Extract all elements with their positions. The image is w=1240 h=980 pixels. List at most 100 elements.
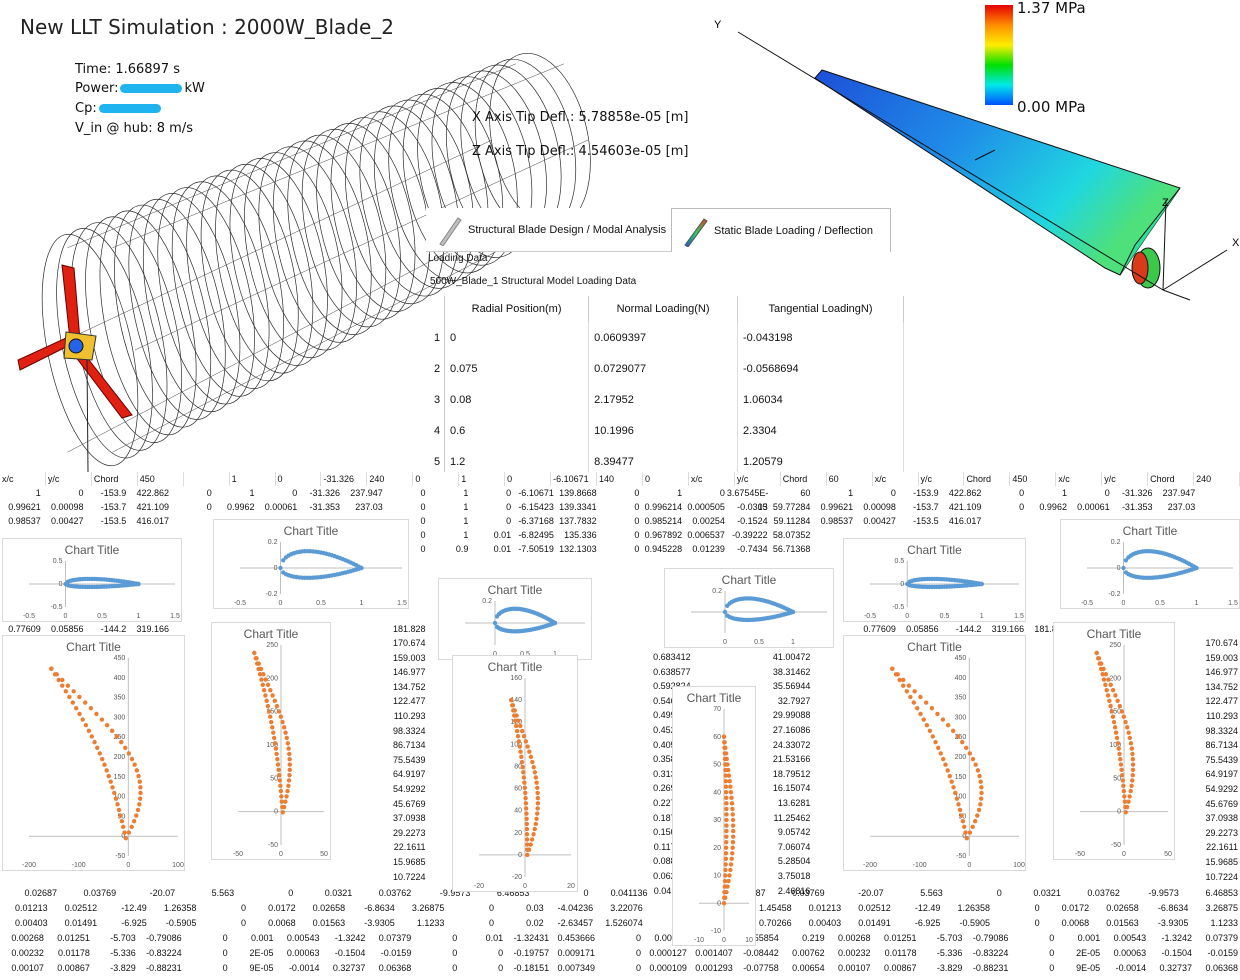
sheet-cell[interactable]: 0 [240,903,246,913]
sheet-header-cell[interactable]: 450 [1010,472,1057,486]
sheet-cell[interactable]: 54.9292 [393,784,426,794]
tab-structural-design[interactable]: Structural Blade Design / Modal Analysis [426,208,671,252]
sheet-cell[interactable]: -9.9573 [1148,888,1179,898]
sheet-header-cell[interactable]: 1 [459,472,506,486]
sheet-cell[interactable]: 1.45458 [759,903,792,913]
sheet-cell[interactable]: 0.638577 [653,666,691,677]
sheet-cell[interactable]: 29.2273 [393,827,426,838]
sheet-cell[interactable]: 0.06368 [1205,963,1238,973]
sheet-cell[interactable]: 159.003 [1205,652,1238,663]
sheet-cell[interactable]: 122.477 [1205,696,1238,707]
sheet-cell[interactable]: 0.01178 [884,948,917,958]
sheet-cell[interactable]: 0 [420,544,426,554]
sheet-cell[interactable]: -0.88231 [972,963,1009,973]
sheet-cell[interactable]: 0 [288,888,294,898]
sheet-header-cell[interactable]: x/c [689,472,735,486]
sheet-cell[interactable]: 0.07379 [1205,933,1238,943]
sheet-cell[interactable]: -2.63457 [557,918,594,928]
sheet-cell[interactable]: -1.32431 [513,933,550,943]
sheet-cell[interactable]: 0.02687 [24,888,58,898]
sheet-cell[interactable]: 0 [635,948,641,958]
sheet-cell[interactable]: 29.2273 [1205,827,1238,838]
sheet-cell[interactable]: 0.02512 [858,903,891,913]
sheet-cell[interactable]: 146.977 [393,667,426,678]
sheet-cell[interactable]: 0.985214 [644,516,683,526]
sheet-cell[interactable]: 0.001 [251,933,274,943]
sheet-cell[interactable]: -6.925 [121,918,147,928]
sheet-cell[interactable]: 0.01178 [57,948,90,958]
sheet-cell[interactable]: -31.353 [1121,502,1153,512]
sheet-cell[interactable]: 0.00427 [50,516,84,526]
sheet-cell[interactable]: 32.7927 [777,695,811,706]
sheet-cell[interactable]: 134.752 [1205,681,1238,692]
table-cell[interactable]: 1.2 [444,446,590,477]
sheet-header-cell[interactable]: Chord [964,472,1011,486]
sheet-cell[interactable]: 0 [420,516,426,526]
sheet-cell[interactable]: 11.25462 [773,812,811,823]
sheet-header-cell[interactable] [184,472,230,486]
sheet-cell[interactable]: -144.2 [100,624,127,634]
sheet-cell[interactable]: 0.009171 [557,948,596,958]
sheet-cell[interactable]: 0.98537 [8,516,41,526]
sheet-cell[interactable]: 0.001 [1077,933,1101,943]
sheet-cell[interactable]: -6.8634 [1157,903,1189,913]
table-cell[interactable]: 2.3304 [737,415,904,446]
sheet-cell[interactable]: 0.088084 [641,854,692,868]
sheet-cell[interactable]: 0 [634,544,640,554]
table-cell[interactable]: 0.0609397 [588,322,738,353]
sheet-cell[interactable]: -153.9 [100,488,127,498]
sheet-cell[interactable]: 0.9962 [227,502,255,512]
sheet-cell[interactable]: 0.00063 [1113,948,1147,958]
sheet-cell[interactable]: 1.526074 [605,918,643,928]
sheet-cell[interactable]: 0 [1049,963,1055,973]
sheet-header-cell[interactable]: Chord [92,472,138,486]
sheet-cell[interactable]: 0 [222,963,228,973]
sheet-cell[interactable]: 0.00232 [838,948,871,958]
sheet-cell[interactable]: 0.00427 [863,516,896,526]
table-cell[interactable]: 0.0729077 [588,353,738,384]
table-cell[interactable]: 0.08 [444,384,590,415]
sheet-cell[interactable]: 0.03 [526,903,544,913]
sheet-cell[interactable]: 64.9197 [393,769,426,780]
sheet-cell[interactable]: 0.99621 [820,502,854,512]
sheet-cell[interactable]: 0 [420,502,426,512]
sheet-cell[interactable]: 0.00365 [654,933,687,943]
sheet-cell[interactable]: -0.0159 [1207,948,1238,958]
sheet-cell[interactable]: 421.109 [136,502,170,512]
sheet-cell[interactable]: 0.01563 [1106,918,1139,928]
sheet-cell[interactable]: -31.326 [1121,488,1153,498]
sheet-cell[interactable]: 0 [498,963,504,973]
sheet-cell[interactable]: 2E-05 [249,948,274,958]
sheet-header-cell[interactable]: 450 [138,472,184,486]
sheet-cell[interactable]: 0.02 [526,918,544,928]
sheet-cell[interactable]: 9E-05 [1076,963,1101,973]
sheet-cell[interactable]: -9.9573 [439,888,471,898]
column-header[interactable]: Normal Loading(N) [588,296,738,322]
sheet-cell[interactable]: 0.01251 [883,933,917,943]
sheet-cell[interactable]: 0 [635,933,641,943]
sheet-cell[interactable]: -0.18151 [513,963,550,973]
sheet-cell[interactable]: 37.0938 [1205,813,1238,824]
sheet-cell[interactable]: 0.01563 [312,918,346,928]
sheet-cell[interactable]: 0.00061 [1077,502,1110,512]
sheet-cell[interactable]: 139.3341 [559,502,597,512]
sheet-cell[interactable]: 0.03762 [378,888,412,898]
sheet-cell[interactable]: 0.00543 [286,933,320,943]
sheet-header-cell[interactable]: Chord [781,472,827,486]
sheet-cell[interactable]: 0 [452,948,458,958]
sheet-cell[interactable]: 64.9197 [1205,769,1238,780]
sheet-cell[interactable]: -3.9305 [1157,918,1189,928]
sheet-cell[interactable]: 10.7224 [1205,871,1238,882]
sheet-header-cell[interactable]: 60 [827,472,873,486]
sheet-cell[interactable]: 0 [222,948,228,958]
sheet-header-cell[interactable]: y/c [1102,472,1149,486]
sheet-cell[interactable]: 0.02658 [1106,903,1139,913]
sheet-cell[interactable]: -20.07 [149,888,176,898]
sheet-cell[interactable]: -0.07758 [743,963,779,973]
sheet-cell[interactable]: 0 [634,530,640,540]
